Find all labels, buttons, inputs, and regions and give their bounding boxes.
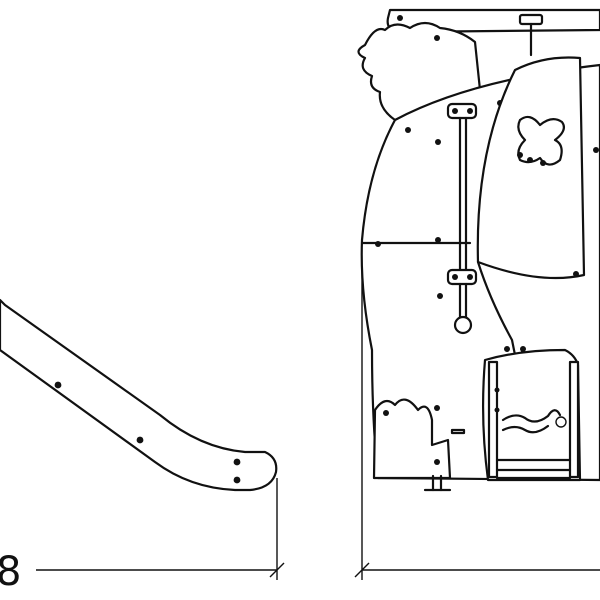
slide-bolt — [54, 381, 62, 389]
slide-bolt — [233, 476, 241, 484]
koala-panel — [354, 8, 600, 580]
slide-bolt — [136, 436, 144, 444]
grab-rail — [446, 102, 478, 335]
butterfly-panel — [476, 56, 586, 280]
butterfly-cutout — [517, 115, 565, 166]
dimension-line-left: 8 — [0, 478, 285, 595]
dimension-label: 8 — [0, 549, 21, 595]
slide-chute — [0, 298, 278, 492]
crawl-tunnel-box — [481, 348, 582, 482]
slide-side-view — [0, 298, 278, 492]
slide-bolt — [233, 458, 241, 466]
bush-panel — [372, 398, 452, 480]
